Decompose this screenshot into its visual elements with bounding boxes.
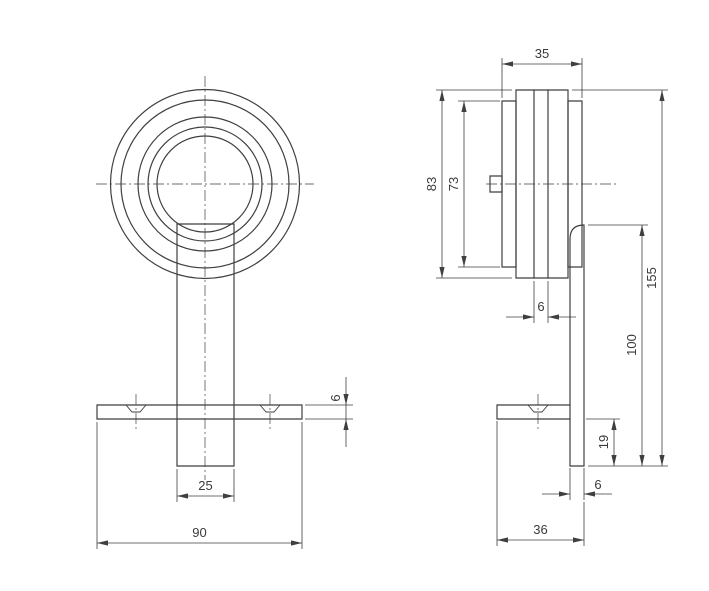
- dim-bracket-below-plate: 19: [586, 418, 620, 466]
- side-view: 35 83 73 6 155 100: [424, 46, 668, 546]
- bracket-arm-front-outline: [176, 223, 235, 467]
- dim-label-bracket-height: 100: [624, 334, 639, 356]
- dim-wheel-outer-diameter: 83: [424, 89, 512, 279]
- screw-head: [259, 404, 281, 413]
- front-view: 25 90 6: [96, 76, 353, 549]
- extension-lines: [496, 421, 585, 546]
- extension-lines: [436, 89, 512, 279]
- dim-label-wheel-outer-diameter: 83: [424, 177, 439, 191]
- dim-label-wheel-width: 35: [535, 46, 549, 61]
- dim-overall-height: 155: [572, 89, 668, 467]
- screw-front-right: [259, 394, 281, 431]
- dim-wheel-inner-diameter: 73: [446, 100, 500, 268]
- dim-label-bracket-below-plate: 19: [596, 435, 611, 449]
- extension-lines: [569, 468, 585, 500]
- extension-lines: [572, 89, 668, 467]
- dim-label-plate-depth: 36: [533, 522, 547, 537]
- dim-label-overall-height: 155: [644, 267, 659, 289]
- dim-label-plate-thickness: 6: [328, 394, 343, 401]
- dim-label-groove-width: 6: [537, 299, 544, 314]
- screw-head: [527, 404, 549, 413]
- dim-bracket-height: 100: [588, 224, 648, 466]
- screw-side: [527, 394, 549, 431]
- screw-head: [125, 404, 147, 413]
- mounting-plate-front-outline: [96, 404, 303, 420]
- tire-side-outline: [515, 89, 569, 279]
- dim-plate-thickness: 6: [305, 377, 353, 447]
- dim-wheel-width: 35: [501, 46, 583, 98]
- dim-label-arm-width: 25: [198, 478, 212, 493]
- dim-label-wheel-inner-diameter: 73: [446, 177, 461, 191]
- bracket-arm-side-outline: [569, 224, 585, 467]
- dim-label-plate-width: 90: [192, 525, 206, 540]
- dim-arm-width: 25: [176, 469, 235, 502]
- dim-plate-width: 90: [96, 422, 303, 549]
- rim-right-outline: [567, 100, 583, 268]
- dim-bracket-thickness: 6: [542, 468, 612, 500]
- axle-bolt-outline: [489, 175, 503, 193]
- dim-plate-depth: 36: [496, 421, 585, 546]
- dim-groove-width: 6: [506, 281, 576, 323]
- extension-lines: [96, 422, 303, 549]
- dim-label-bracket-thickness: 6: [594, 477, 601, 492]
- screw-front-left: [125, 394, 147, 431]
